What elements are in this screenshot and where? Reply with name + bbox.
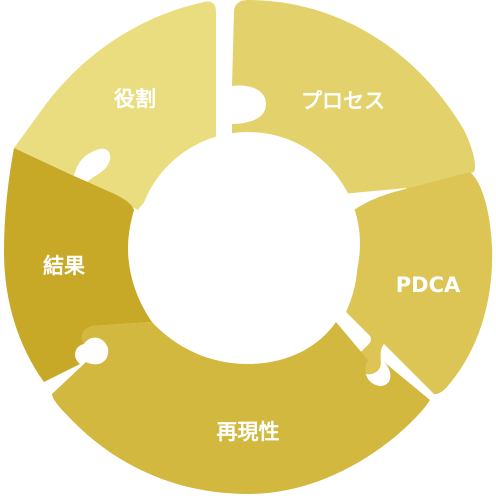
segment-role-label: 役割	[114, 87, 156, 111]
segment-pdca	[346, 172, 493, 395]
segment-role	[14, 1, 216, 211]
segment-result-label: 結果	[43, 254, 85, 278]
segment-reproduce-label: 再現性	[217, 420, 280, 444]
center-hole	[136, 132, 360, 356]
segment-pdca-label: PDCA	[396, 273, 461, 297]
segment-reproduce	[52, 322, 430, 494]
segment-result	[4, 148, 152, 382]
segment-process-label: プロセス	[301, 89, 385, 113]
